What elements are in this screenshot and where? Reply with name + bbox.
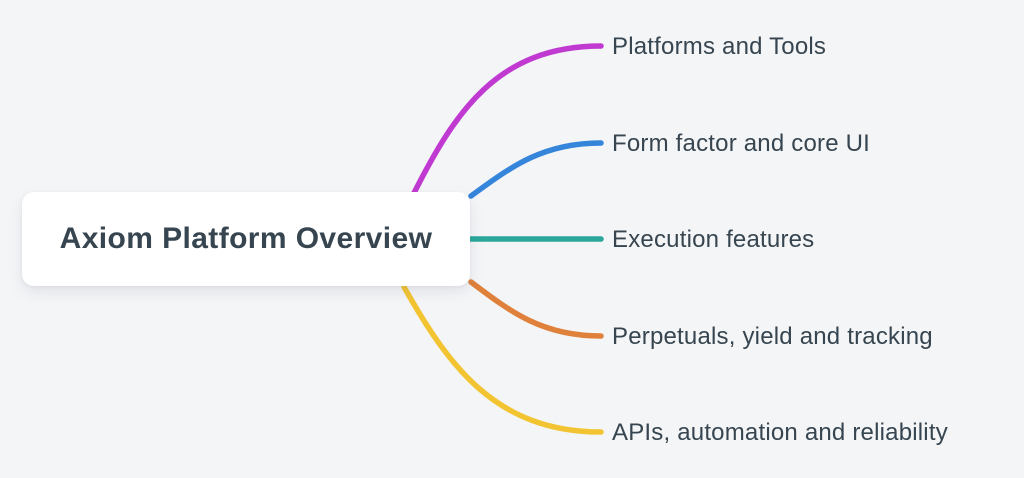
branch-node-perpetuals-yield-and-tracking[interactable]: Perpetuals, yield and tracking (612, 323, 933, 350)
branch-connector-form-factor-and-core-ui (468, 140, 604, 199)
root-node[interactable]: Axiom Platform Overview (22, 192, 470, 286)
branch-connector-platforms-and-tools (411, 43, 604, 196)
branch-connector-perpetuals-yield-and-tracking (468, 279, 604, 339)
branch-connector-apis-automation-and-reliability (401, 284, 604, 435)
branch-node-form-factor-and-core-ui[interactable]: Form factor and core UI (612, 130, 871, 157)
branch-node-platforms-and-tools[interactable]: Platforms and Tools (612, 33, 827, 60)
branch-node-execution-features[interactable]: Execution features (612, 226, 815, 253)
branch-node-apis-automation-and-reliability[interactable]: APIs, automation and reliability (612, 419, 948, 446)
root-node-label: Axiom Platform Overview (59, 222, 433, 255)
